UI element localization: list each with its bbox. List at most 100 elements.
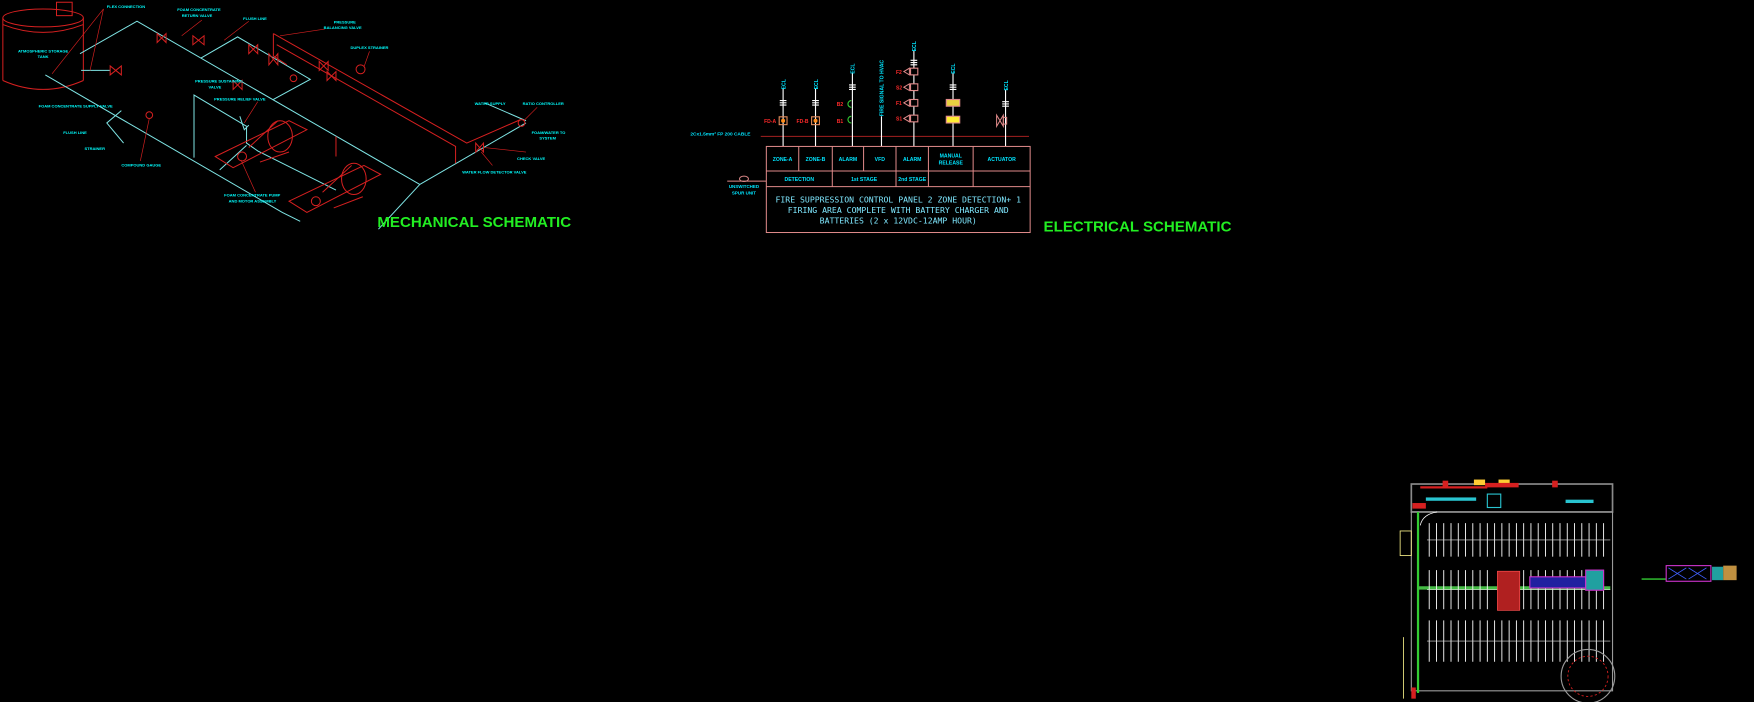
- label-pressure-balancing: PRESSURE: [334, 19, 356, 24]
- label-flex-connection: FLEX CONNECTION: [107, 4, 145, 9]
- cell-2nd-stage: 2nd STAGE: [898, 177, 926, 183]
- label-pump-assembly: FOAM CONCENTRATE PUMP: [224, 193, 280, 198]
- flasher-icon: [909, 67, 919, 76]
- mechanical-labels: FLEX CONNECTION FOAM CONCENTRATE RETURN …: [39, 4, 566, 204]
- parking-stalls: [1426, 523, 1611, 662]
- cell-manual-release: MANUAL: [940, 154, 962, 160]
- flasher-label-f1: F1: [896, 101, 902, 107]
- control-panel-table: ZONE-A ZONE-B ALARM VFD ALARM MANUAL REL…: [765, 145, 1031, 234]
- valve-icon: [248, 43, 259, 55]
- parking-floor-plan: [1399, 479, 1616, 702]
- valve-icon: [318, 60, 329, 72]
- label-duplex-strainer: DUPLEX STRAINER: [351, 45, 389, 50]
- cell-vfd: VFD: [875, 157, 886, 163]
- cell-alarm-1: ALARM: [839, 157, 858, 163]
- foam-pump-assembly-2: [287, 162, 382, 213]
- label-check-valve: CHECK VALVE: [517, 156, 546, 161]
- sounder-label-s2: S2: [896, 85, 902, 91]
- ecl-label: ECL: [814, 79, 820, 89]
- valve-icon: [232, 79, 243, 91]
- ecl-label: ECL: [851, 64, 857, 74]
- storage-tank: ATMOSPHERIC STORAGE TANK: [2, 1, 84, 90]
- leader-lines: [51, 8, 538, 193]
- cell-zone-b: ZONE-B: [806, 157, 826, 163]
- detector-label-fd-b: FD-B: [797, 119, 809, 125]
- label-pressure-balancing-2: BALANCING VALVE: [324, 25, 362, 30]
- cell-zone-a: ZONE-A: [773, 157, 793, 163]
- label-return-valve-2: RETURN VALVE: [182, 13, 213, 18]
- flasher-label-f2: F2: [896, 70, 902, 76]
- spur-unit-label-2: SPUR UNIT: [732, 191, 756, 196]
- sounder-icon: [909, 83, 919, 92]
- ecl-label: ECL: [1004, 80, 1010, 90]
- riser-actuator: ECL: [996, 80, 1010, 147]
- sounder-label-s1: S1: [896, 117, 902, 123]
- ramp: [1560, 648, 1616, 702]
- label-pump-assembly-2: AND MOTOR ASSEMBLY: [229, 198, 277, 203]
- valve-icon: [326, 70, 337, 82]
- unswitched-spur-unit: UNSWITCHED SPUR UNIT: [727, 175, 767, 196]
- label-foam-water-to-system-2: SYSTEM: [539, 136, 556, 141]
- riser-vfd: FIRE SIGNAL TO HVAC: [880, 60, 886, 147]
- ratio-controller-icon: [517, 119, 526, 127]
- panel-description-line-2: FIRING AREA COMPLETE WITH BATTERY CHARGE…: [788, 205, 1009, 215]
- detector-icon: [811, 116, 820, 126]
- ecl-label: ECL: [912, 41, 918, 51]
- cable-label: 2Cx1.5mm² FP 200 CABLE: [690, 131, 751, 137]
- label-foam-water-to-system: FOAM/WATER TO: [532, 130, 566, 135]
- riser-alarm-1: ECL B2 B1: [837, 64, 857, 147]
- resistor-icon: [949, 84, 957, 90]
- section-detail: [1641, 565, 1737, 582]
- resistor-icon: [1002, 101, 1009, 107]
- equipment-room: [1529, 576, 1587, 589]
- resistor-icon: [779, 100, 787, 106]
- label-return-valve: FOAM CONCENTRATE: [177, 7, 221, 12]
- riser-zone-b: ECL FD-B: [797, 79, 820, 147]
- label-flush-line: FLUSH LINE: [63, 130, 87, 135]
- tank-label: ATMOSPHERIC STORAGE: [18, 49, 69, 54]
- sounder-icon: [909, 114, 919, 123]
- cell-1st-stage: 1st STAGE: [851, 177, 878, 183]
- strainer-icon: [289, 74, 298, 83]
- label-strainer: STRAINER: [84, 146, 105, 151]
- resistor-icon: [910, 59, 918, 66]
- cell-manual-release-2: RELEASE: [939, 160, 964, 166]
- panel-description-line-1: FIRE SUPPRESSION CONTROL PANEL 2 ZONE DE…: [775, 194, 1021, 204]
- electrical-schematic: 2Cx1.5mm² FP 200 CABLE UNSWITCHED SPUR U…: [690, 41, 1231, 235]
- label-pressure-relief: PRESSURE RELIEF VALVE: [214, 97, 266, 102]
- riser-manual-release: ECL: [945, 64, 961, 147]
- cell-detection: DETECTION: [784, 177, 814, 183]
- check-valve-icon: [475, 141, 485, 154]
- valve-icon: [156, 32, 167, 44]
- label-sustaining-valve-2: VALVE: [209, 84, 222, 89]
- resistor-icon: [812, 100, 819, 106]
- panel-description-line-3: BATTERIES (2 x 12VDC-12AMP HOUR): [820, 216, 977, 226]
- vfd-signal-label: FIRE SIGNAL TO HVAC: [880, 60, 886, 117]
- label-sustaining-valve: PRESSURE SUSTAINING: [195, 79, 243, 84]
- ecl-label: ECL: [951, 64, 957, 74]
- mechanical-schematic: ATMOSPHERIC STORAGE TANK: [2, 1, 571, 231]
- detector-label-fd-a: FD-A: [764, 119, 776, 125]
- ecl-label: ECL: [781, 79, 787, 89]
- duplex-strainer-icon: [355, 64, 366, 75]
- compound-gauge-icon: [145, 111, 154, 119]
- abort-switch-icon: [945, 115, 961, 124]
- bell-label-b1: B1: [837, 119, 844, 125]
- water-piping: [45, 20, 527, 230]
- sprinkler-zone: [1497, 570, 1521, 611]
- valve-icon: [268, 52, 279, 67]
- actuator-valve-icon: [996, 113, 1004, 129]
- manual-release-icon: [945, 98, 961, 107]
- label-compound-gauge: COMPOUND GAUGE: [121, 163, 161, 168]
- flasher-icon: [909, 98, 919, 107]
- label-supply-valve: FOAM CONCENTRATE SUPPLY VALVE: [39, 103, 113, 108]
- spur-unit-label: UNSWITCHED: [729, 184, 760, 189]
- riser-zone-a: ECL FD-A: [764, 79, 788, 147]
- bell-label-b2: B2: [837, 102, 844, 108]
- foam-pump-assembly-1: [214, 120, 309, 169]
- valve-icon: [192, 34, 205, 46]
- mechanical-schematic-title: MECHANICAL SCHEMATIC: [377, 214, 571, 231]
- valve-icon: [109, 64, 122, 76]
- label-flush-line-top: FLUSH LINE: [243, 16, 267, 21]
